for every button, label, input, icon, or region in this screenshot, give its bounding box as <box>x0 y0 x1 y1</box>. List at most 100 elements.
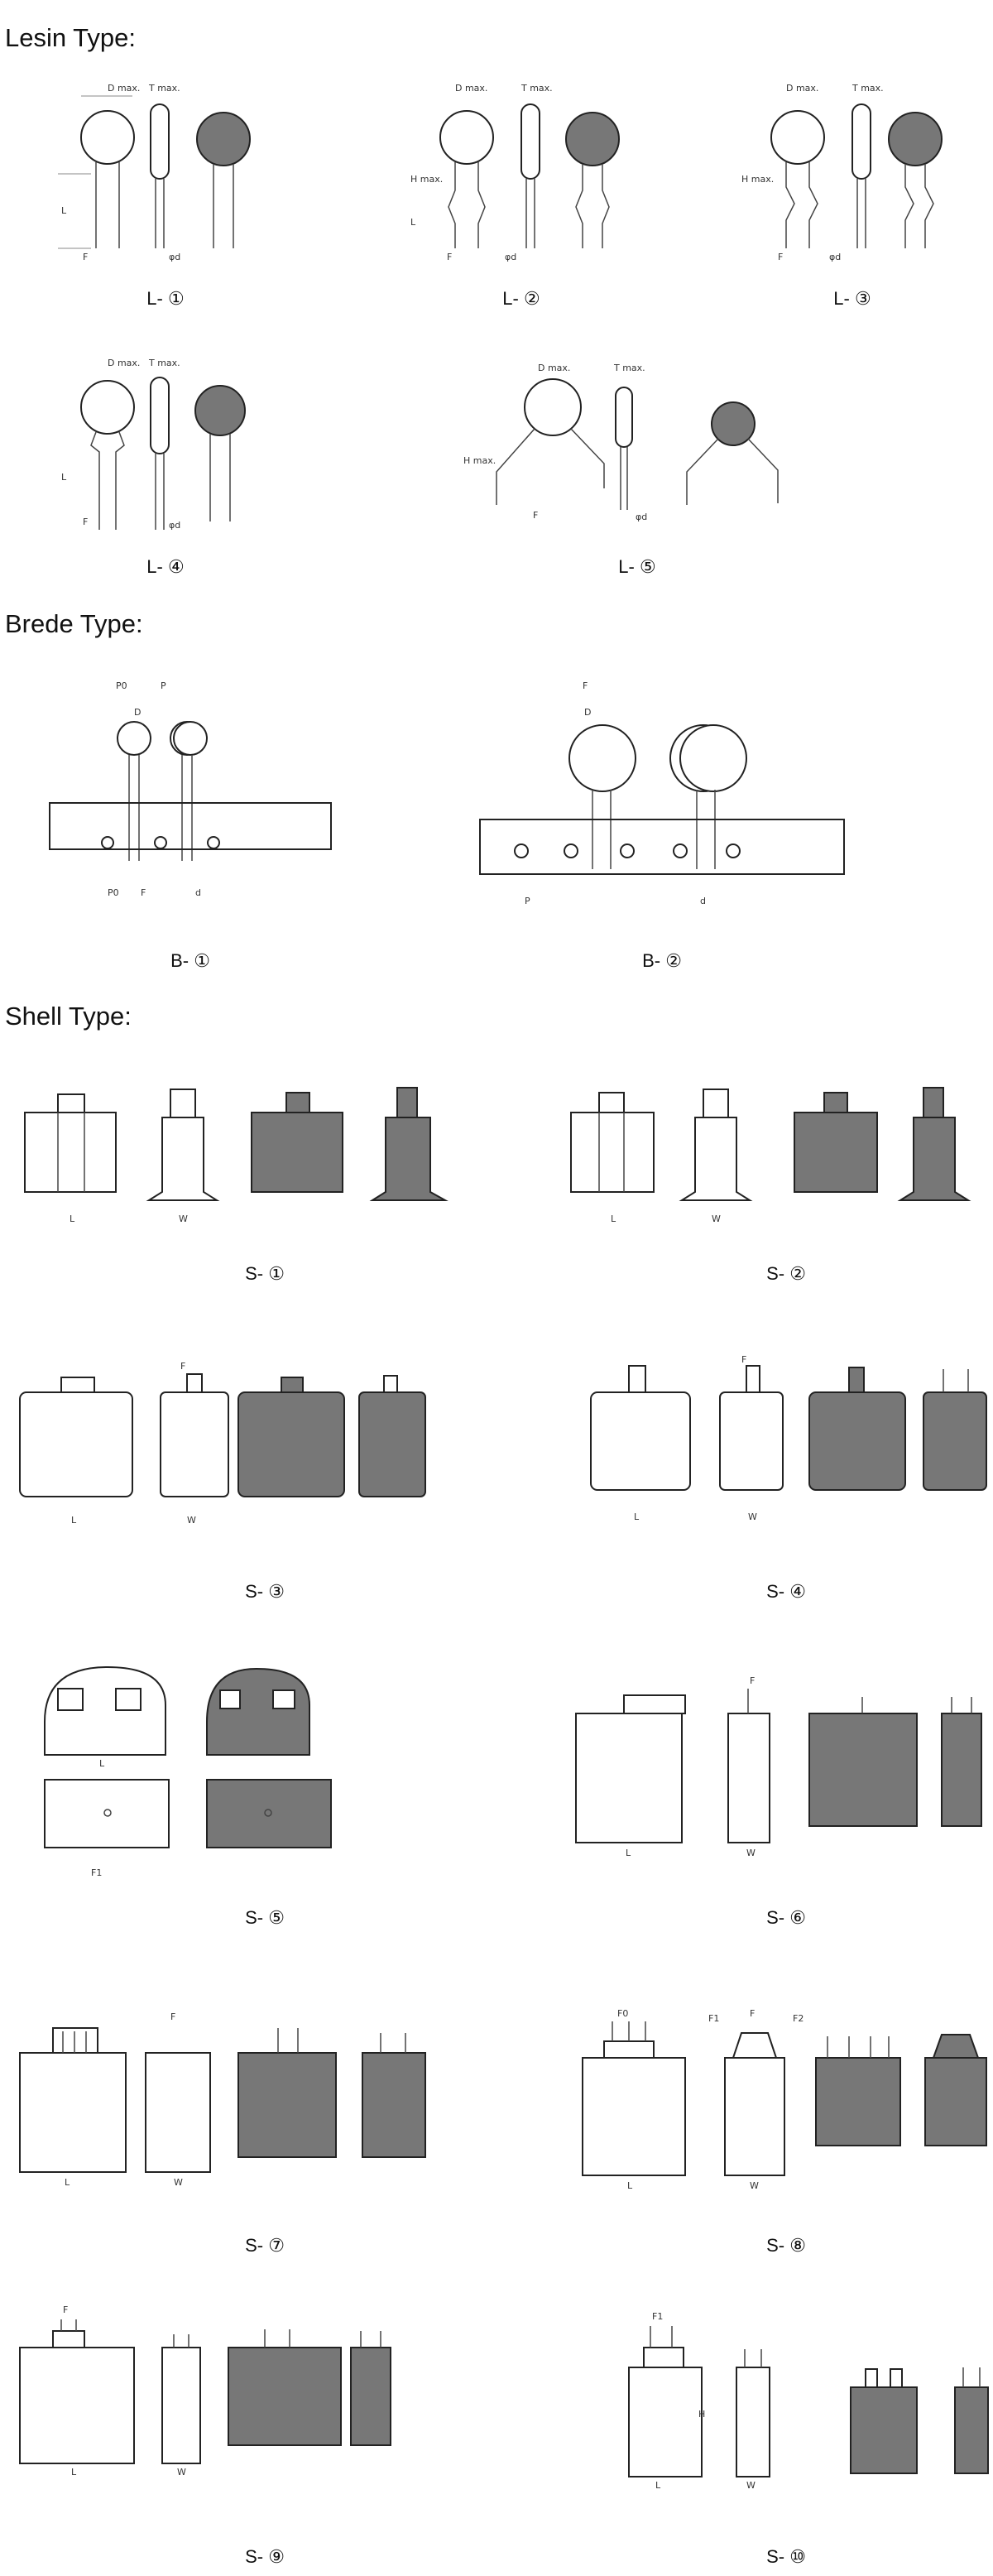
caption-l2: L- ② <box>502 288 540 309</box>
caption-s8: S- ⑧ <box>766 2235 806 2256</box>
caption-s6: S- ⑥ <box>766 1907 806 1928</box>
dim-f1-label: F1 <box>91 1867 102 1878</box>
shell-s10-diagram: F1 L H W <box>628 2311 989 2491</box>
brede-b2-diagram: F D P d <box>479 680 845 906</box>
dim-w-label: W <box>187 1515 196 1526</box>
dim-l-label: L <box>61 472 67 483</box>
caption-l1: L- ① <box>146 288 185 309</box>
caption-s1: S- ① <box>245 1263 285 1284</box>
section-heading-brede: Brede Type: <box>5 609 143 638</box>
shell-s3-diagram: L W F <box>19 1361 426 1526</box>
lesin-l3-diagram: D max. T max. H max. F φd <box>741 83 943 262</box>
dim-d-small-label: d <box>195 887 201 898</box>
shell-s4-diagram: L W F <box>590 1354 987 1522</box>
dim-t-label: T max. <box>851 83 884 94</box>
dim-l-label: L <box>70 1214 75 1224</box>
dim-phid-label: φd <box>169 252 180 262</box>
dim-l-label: L <box>65 2177 70 2188</box>
dim-f-label: F <box>533 510 538 521</box>
lesin-l4-diagram: D max. T max. L F φd <box>61 358 246 531</box>
caption-l4: L- ④ <box>146 556 185 577</box>
caption-l3: L- ③ <box>833 288 871 309</box>
dim-d-label: D max. <box>538 363 570 373</box>
dim-l-label: L <box>99 1758 105 1769</box>
dim-h-label: H <box>698 2409 705 2420</box>
dim-d-label: D max. <box>786 83 818 94</box>
dim-phid-label: φd <box>169 520 180 531</box>
dim-l-label: L <box>71 1515 77 1526</box>
shell-s5-diagram: L F1 <box>44 1665 332 1878</box>
dim-w-label: W <box>748 1511 757 1522</box>
dim-f-label: F <box>83 517 88 527</box>
dim-w-label: W <box>746 2480 756 2491</box>
dim-f1-label: F1 <box>652 2311 663 2322</box>
shell-s1-diagram: L W <box>24 1087 449 1224</box>
dim-h-label: H max. <box>741 174 774 185</box>
dim-w-label: W <box>174 2177 183 2188</box>
shell-s6-diagram: L W F <box>575 1675 982 1858</box>
dim-f0-label: F0 <box>617 2008 628 2019</box>
dim-f-label: F <box>141 887 146 898</box>
dim-phid-label: φd <box>636 512 647 522</box>
dim-l-label: L <box>611 1214 616 1224</box>
caption-s3: S- ③ <box>245 1581 285 1602</box>
dim-l-label: L <box>655 2480 661 2491</box>
lesin-l1-diagram: D max. T max. L F φd <box>58 83 251 262</box>
dim-f-label: F <box>180 1361 185 1372</box>
dim-d-label: D max. <box>108 358 140 368</box>
dim-f-label: F <box>750 2008 755 2019</box>
dim-h-label: H max. <box>410 174 443 185</box>
dim-l-label: L <box>410 217 416 228</box>
dim-w-label: W <box>177 2467 186 2477</box>
dim-d-label: D max. <box>108 83 140 94</box>
caption-b1: B- ① <box>170 950 210 971</box>
shell-s7-diagram: L W F <box>19 2011 426 2188</box>
dim-f-label: F <box>83 252 88 262</box>
dim-f2-label: F2 <box>793 2013 804 2024</box>
dim-w-label: W <box>746 1848 756 1858</box>
dim-d-label: D <box>584 707 591 718</box>
dim-f-label: F <box>170 2011 175 2022</box>
lesin-l2-diagram: D max. T max. H max. L F φd <box>410 83 620 262</box>
caption-l5: L- ⑤ <box>618 556 656 577</box>
dim-p0-label: P0 <box>108 887 119 898</box>
dim-t-label: T max. <box>148 358 180 368</box>
dim-w-label: W <box>712 1214 721 1224</box>
dim-f-label: F <box>63 2304 68 2315</box>
dim-f-label: F <box>741 1354 746 1365</box>
dim-d-small-label: d <box>700 896 706 906</box>
dim-w-label: W <box>750 2180 759 2191</box>
dim-f-label: F <box>778 252 783 262</box>
dim-d-label: D <box>134 707 141 718</box>
shell-s2-diagram: L W <box>570 1087 971 1224</box>
dim-l-label: L <box>634 1511 640 1522</box>
caption-s9: S- ⑨ <box>245 2546 285 2567</box>
caption-s10: S- ⑩ <box>766 2546 806 2567</box>
dim-f-label: F <box>750 1675 755 1686</box>
dim-p-label: P <box>161 680 166 691</box>
dim-l-label: L <box>627 2180 633 2191</box>
dim-f1-label: F1 <box>708 2013 719 2024</box>
dim-p0-label: P0 <box>116 680 127 691</box>
dim-f-label: F <box>583 680 588 691</box>
caption-s4: S- ④ <box>766 1581 806 1602</box>
caption-s5: S- ⑤ <box>245 1907 285 1928</box>
brede-b1-diagram: P0 P D P0 F d <box>49 680 332 898</box>
caption-s7: S- ⑦ <box>245 2235 285 2256</box>
dim-t-label: T max. <box>148 83 180 94</box>
dim-l-label: L <box>71 2467 77 2477</box>
dim-t-label: T max. <box>520 83 553 94</box>
dim-f-label: F <box>447 252 452 262</box>
caption-s2: S- ② <box>766 1263 806 1284</box>
section-heading-shell: Shell Type: <box>5 1002 132 1031</box>
dim-l-label: L <box>626 1848 631 1858</box>
dim-phid-label: φd <box>829 252 841 262</box>
shell-s8-diagram: F0 L F1 F F2 W <box>582 2008 987 2191</box>
dim-l-label: L <box>61 205 67 216</box>
dim-phid-label: φd <box>505 252 516 262</box>
caption-b2: B- ② <box>642 950 682 971</box>
dim-h-label: H max. <box>463 455 496 466</box>
dim-p-label: P <box>525 896 530 906</box>
dim-w-label: W <box>179 1214 188 1224</box>
shell-s9-diagram: F L W <box>19 2304 391 2477</box>
